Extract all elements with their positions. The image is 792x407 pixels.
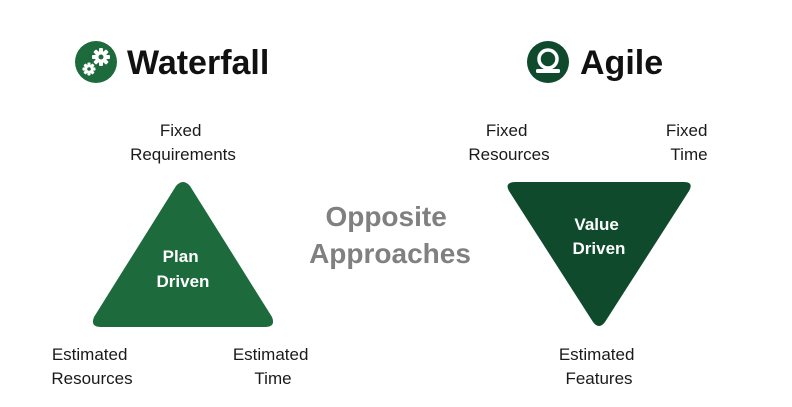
- value-driven-triangle: [507, 182, 691, 326]
- agile-bottom-label: Estimated Features: [559, 345, 639, 388]
- value-driven-label: Value Driven: [573, 215, 626, 258]
- waterfall-header: Waterfall: [75, 41, 269, 83]
- agile-title: Agile: [580, 44, 663, 82]
- agile-top-left-label: Fixed Resources: [468, 121, 549, 164]
- agile-header: Agile: [527, 41, 663, 83]
- agile-cycle-icon: [527, 41, 569, 83]
- opposite-approaches-label: Opposite Approaches: [309, 201, 471, 269]
- plan-driven-triangle: [92, 182, 274, 327]
- plan-driven-label: Plan Driven: [157, 247, 210, 291]
- agile-triangle-group: Value Driven: [507, 182, 691, 326]
- agile-top-right-label: Fixed Time: [666, 121, 712, 164]
- waterfall-triangle-group: Plan Driven: [92, 182, 274, 327]
- waterfall-bottom-right-label: Estimated Time: [233, 345, 313, 388]
- waterfall-top-label: Fixed Requirements: [130, 121, 236, 164]
- gears-icon: [75, 41, 117, 83]
- waterfall-bottom-left-label: Estimated Resources: [51, 345, 132, 388]
- waterfall-title: Waterfall: [127, 44, 269, 82]
